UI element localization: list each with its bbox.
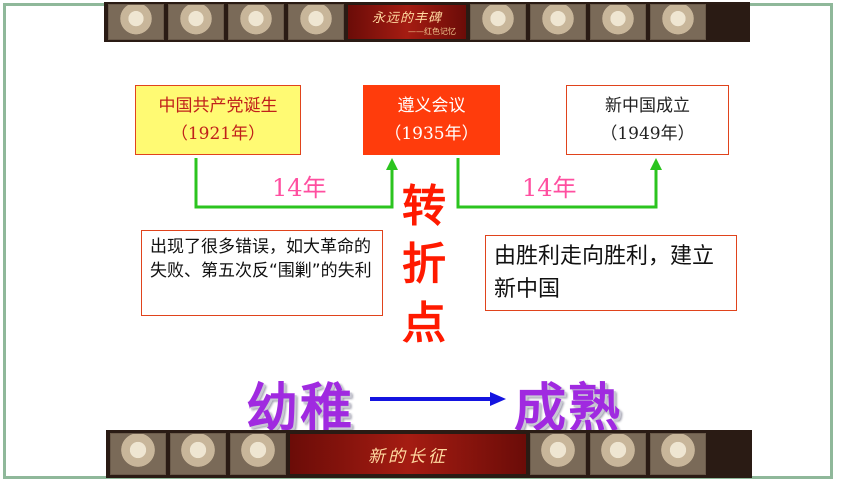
note-after: 由胜利走向胜利，建立新中国: [485, 235, 737, 311]
top-banner: 永远的丰碑 ——红色记忆: [348, 5, 466, 39]
event-year: （1921年）: [170, 124, 266, 144]
portrait-photo-icon: [168, 4, 224, 40]
portrait-photo-icon: [590, 433, 646, 475]
event-box-party-founding: 中国共产党诞生 （1921年）: [135, 85, 301, 155]
interval-label: 14年: [272, 174, 327, 202]
portrait-photo-icon: [470, 4, 526, 40]
top-banner-subtitle: ——红色记忆: [408, 27, 456, 36]
portrait-photo-icon: [288, 4, 344, 40]
portrait-photo-icon: [170, 433, 226, 475]
green-arrow-left: [194, 158, 394, 209]
event-box-new-china: 新中国成立 （1949年）: [566, 85, 729, 155]
portrait-photo-icon: [590, 4, 646, 40]
arrow-up-icon: [386, 158, 398, 170]
event-name: 新中国成立: [605, 96, 690, 116]
portrait-photo-icon: [108, 4, 164, 40]
portrait-photo-icon: [110, 433, 166, 475]
bottom-banner-title: 新的长征: [368, 446, 448, 467]
growth-from: 幼稚: [246, 379, 355, 439]
turning-point-char: 转: [402, 181, 446, 232]
bottom-banner: 新的长征: [290, 434, 526, 474]
turning-point-char: 折: [402, 239, 446, 290]
portrait-photo-icon: [530, 433, 586, 475]
event-name: 中国共产党诞生: [158, 96, 278, 116]
event-name: 遵义会议: [397, 96, 466, 116]
top-photo-strip: 永远的丰碑 ——红色记忆: [104, 2, 750, 42]
green-arrow-right: [456, 158, 658, 209]
top-banner-title: 永远的丰碑: [371, 11, 442, 26]
growth-to: 成熟: [514, 379, 623, 439]
arrow-right-icon: [490, 392, 506, 406]
note-before: 出现了很多错误，如大革命的失败、第五次反“围剿”的失利: [141, 230, 383, 316]
interval-label: 14年: [522, 174, 577, 202]
event-year: （1949年）: [600, 124, 695, 144]
portrait-photo-icon: [650, 433, 706, 475]
portrait-photo-icon: [228, 4, 284, 40]
portrait-photo-icon: [650, 4, 706, 40]
event-year: （1935年）: [384, 124, 479, 144]
event-box-zunyi-meeting: 遵义会议 （1935年）: [363, 85, 500, 155]
arrow-up-icon: [650, 158, 662, 170]
portrait-photo-icon: [230, 433, 286, 475]
turning-point-char: 点: [402, 298, 446, 349]
portrait-photo-icon: [530, 4, 586, 40]
bottom-photo-strip: 新的长征: [106, 430, 752, 478]
